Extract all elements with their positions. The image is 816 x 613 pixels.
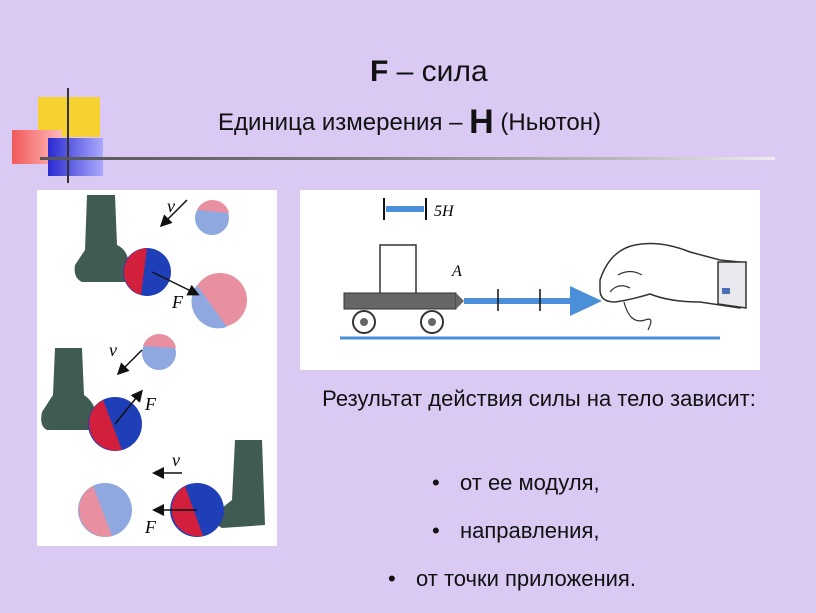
- cart-illustration: 5Н A: [300, 190, 760, 370]
- kick-illustration: v F v F v F: [37, 190, 277, 546]
- cart-body: [343, 292, 457, 310]
- unit-prefix: Единица измерения –: [218, 109, 470, 136]
- ball-3-light: [78, 483, 132, 537]
- velocity-label-3: v: [172, 450, 180, 470]
- unit-name: (Ньютон): [493, 109, 601, 136]
- list-item: • от ее модуля,: [432, 470, 600, 496]
- point-a-label: A: [451, 263, 462, 280]
- load-block: [379, 244, 417, 296]
- boot-2: [41, 348, 97, 430]
- ball-1-large: [191, 273, 247, 329]
- force-label-3: F: [144, 517, 157, 537]
- kick-svg: v F v F v F: [41, 195, 265, 537]
- page-title: F – сила: [370, 55, 488, 89]
- velocity-label-2: v: [109, 340, 117, 360]
- force-arrow-head: [570, 286, 602, 316]
- decor-vertical-line: [67, 88, 69, 183]
- velocity-label-1: v: [167, 196, 175, 216]
- force-arrow-shaft: [464, 298, 574, 304]
- force-name: – сила: [388, 55, 488, 88]
- bullet-dot: •: [432, 470, 440, 495]
- boot-1: [74, 195, 129, 282]
- result-heading: Результат действия силы на тело зависит:: [322, 386, 756, 411]
- list-item-text: от ее модуля,: [460, 470, 600, 495]
- unit-line: Единица измерения – Н (Ньютон): [218, 103, 601, 142]
- scale-bar: [386, 206, 424, 212]
- boot-3: [216, 440, 265, 528]
- scale-label: 5Н: [434, 203, 455, 220]
- force-label-1: F: [171, 292, 184, 312]
- list-item-text: от точки приложения.: [416, 566, 636, 591]
- title-underline: [40, 157, 775, 160]
- cart-svg: 5Н A: [340, 198, 747, 340]
- hand: [599, 242, 741, 309]
- ball-1-small: [195, 200, 229, 235]
- ball-2-small: [142, 333, 176, 370]
- ball-1-kicked: [123, 248, 171, 296]
- list-item: • от точки приложения.: [388, 566, 636, 592]
- list-item-text: направления,: [460, 518, 600, 543]
- bullet-dot: •: [388, 566, 396, 591]
- force-label-2: F: [144, 394, 157, 414]
- bullet-dot: •: [432, 518, 440, 543]
- unit-symbol: Н: [469, 103, 494, 141]
- list-item: • направления,: [432, 518, 600, 544]
- force-symbol: F: [370, 55, 389, 88]
